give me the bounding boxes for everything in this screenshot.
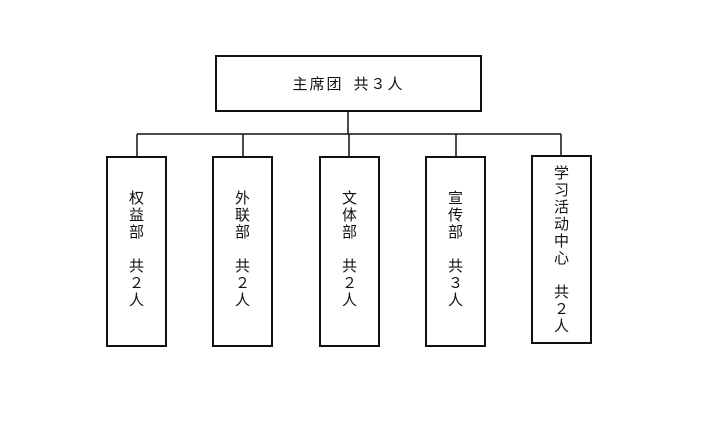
dept-node-rights: 权 益 部 共 ２ 人 [106, 156, 167, 347]
dept-count: 共 ２ 人 [128, 257, 144, 309]
dept-node-study-center: 学 习 活 动 中 心 共 ２ 人 [531, 155, 592, 344]
root-label: 主席团 [292, 75, 344, 93]
dept-count: 共 ３ 人 [447, 257, 463, 309]
dept-count: 共 ２ 人 [341, 257, 357, 309]
dept-name: 权 益 部 [128, 189, 144, 241]
root-node-presidium: 主席团 共３人 [215, 55, 482, 112]
root-count: 共３人 [353, 75, 405, 93]
dept-node-external: 外 联 部 共 ２ 人 [212, 156, 273, 347]
dept-node-publicity: 宣 传 部 共 ３ 人 [425, 156, 486, 347]
dept-node-culture-sports: 文 体 部 共 ２ 人 [319, 156, 380, 347]
dept-name: 学 习 活 动 中 心 [553, 164, 569, 267]
dept-name: 外 联 部 [234, 189, 250, 241]
dept-count: 共 ２ 人 [234, 257, 250, 309]
dept-name: 文 体 部 [341, 189, 357, 241]
dept-name: 宣 传 部 [447, 189, 463, 241]
dept-count: 共 ２ 人 [553, 283, 569, 335]
